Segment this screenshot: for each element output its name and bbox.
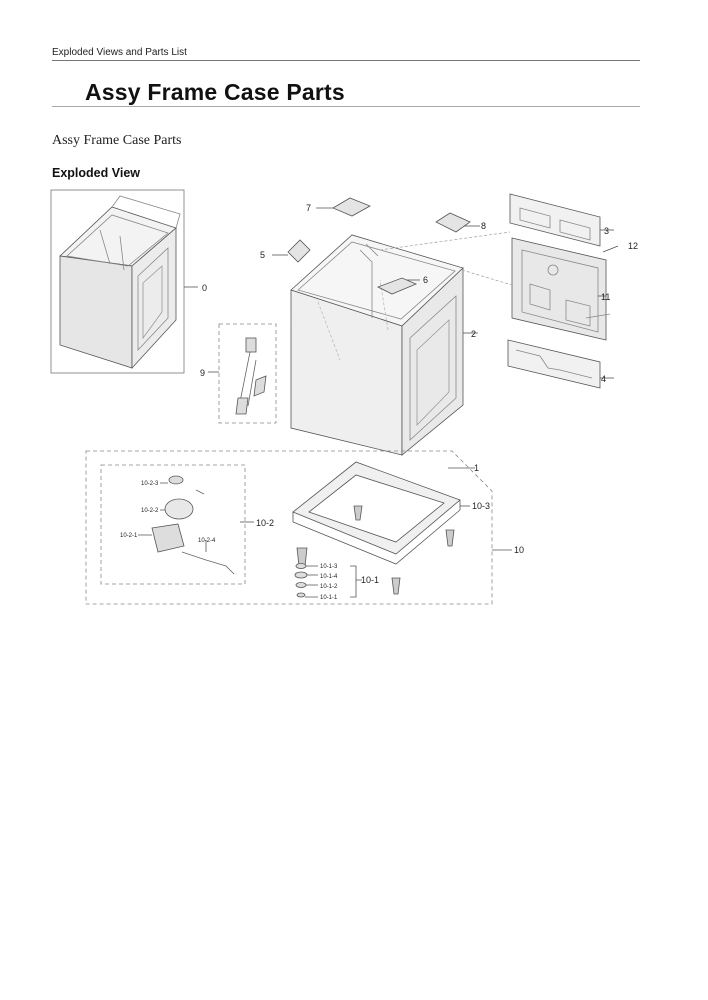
callout-9: 9: [200, 368, 205, 378]
subsection-title: Exploded View: [52, 166, 140, 180]
callout-10: 10: [514, 545, 524, 555]
callout-10-1-2: 10-1-2: [320, 584, 338, 590]
header-rule: [52, 60, 640, 61]
hose-group-box: [218, 323, 277, 424]
callout-10-1-1: 10-1-1: [320, 595, 338, 601]
callout-10-2-4: 10-2-4: [198, 538, 216, 544]
hose-part-9: [235, 337, 267, 415]
callout-10-2-2: 10-2-2: [141, 508, 159, 514]
bracket-part-8: [435, 212, 471, 233]
callout-10-3: 10-3: [472, 501, 490, 511]
base-frame-part-1: [292, 461, 461, 565]
bracket-part-5: [287, 239, 311, 263]
pump-group-box: [100, 464, 246, 585]
bracket-part-7: [332, 197, 371, 217]
callout-3: 3: [604, 226, 609, 236]
callout-0: 0: [202, 283, 207, 293]
running-header: Exploded Views and Parts List: [52, 47, 187, 58]
pump-part-10-2: [151, 475, 235, 575]
callout-10-1: 10-1: [361, 575, 379, 585]
back-panel-part-11: [511, 237, 607, 341]
callout-10-1-4: 10-1-4: [320, 574, 338, 580]
callout-2: 2: [471, 329, 476, 339]
callout-10-1-3: 10-1-3: [320, 564, 338, 570]
base-assembly-box: [85, 450, 493, 605]
callout-1: 1: [474, 463, 479, 473]
callout-7: 7: [306, 203, 311, 213]
callout-11: 11: [601, 292, 610, 302]
assembled-cabinet-image: [50, 189, 185, 374]
top-panel-part-3: [509, 193, 601, 247]
section-title: Assy Frame Case Parts: [52, 133, 182, 148]
callout-10-2-3: 10-2-3: [141, 481, 159, 487]
callout-8: 8: [481, 221, 486, 231]
callout-12: 12: [628, 241, 638, 251]
callout-10-2: 10-2: [256, 518, 274, 528]
lower-panel-part-4: [507, 339, 601, 389]
cabinet-shell-part: [290, 234, 464, 456]
callout-4: 4: [601, 374, 606, 384]
title-rule: [52, 106, 640, 107]
page-title: Assy Frame Case Parts: [85, 79, 345, 105]
bracket-part-6: [377, 277, 418, 295]
callout-6: 6: [423, 275, 428, 285]
callout-10-2-1: 10-2-1: [120, 533, 138, 539]
washer-stack-10-1: [294, 563, 308, 598]
callout-5: 5: [260, 250, 265, 260]
